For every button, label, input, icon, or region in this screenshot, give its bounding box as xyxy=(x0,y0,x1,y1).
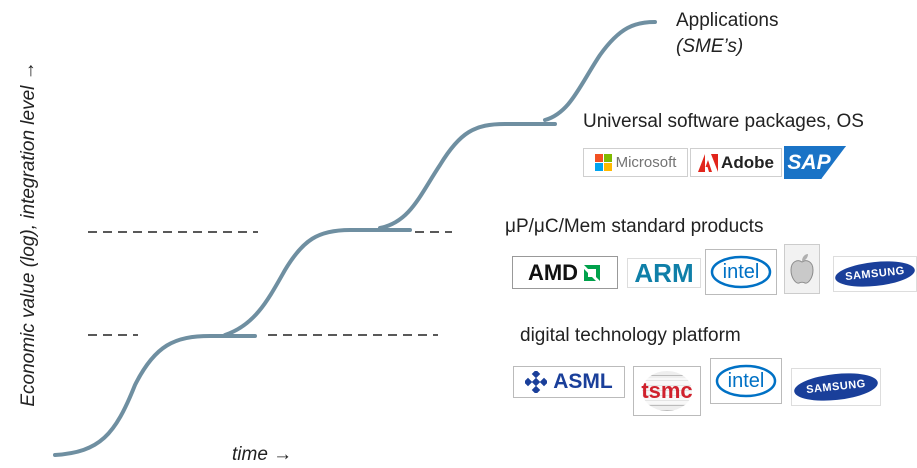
amd-arrow-icon xyxy=(584,264,601,281)
intel-logo-text: intel xyxy=(722,260,760,283)
microsoft-logo-text: Microsoft xyxy=(615,154,677,171)
asml-logo: ASML xyxy=(513,366,625,398)
staircase-curve xyxy=(378,122,557,230)
staircase-curve xyxy=(53,334,257,457)
platform-title: digital technology platform xyxy=(520,325,741,346)
software-title: Universal software packages, OS xyxy=(583,111,864,132)
samsung-ellipse: SAMSUNG xyxy=(792,369,880,405)
y-axis-label: Economic value (log), integration level … xyxy=(18,61,39,407)
intel-logo: intel xyxy=(705,249,777,295)
arm-logo-text: ARM xyxy=(634,258,694,288)
intel-logo-text: intel xyxy=(727,369,765,392)
microsoft-windows-icon xyxy=(594,154,612,171)
adobe-logo: Adobe xyxy=(690,148,782,177)
tsmc-logo: tsmc xyxy=(633,366,701,416)
applications-subtitle: (SME’s) xyxy=(676,36,744,57)
staircase-curve xyxy=(543,20,657,122)
samsung-ellipse: SAMSUNG xyxy=(834,257,916,291)
asml-logo-text: ASML xyxy=(553,370,613,393)
samsung-logo-text: SAMSUNG xyxy=(844,264,906,284)
asml-diamond-icon xyxy=(525,371,548,393)
amd-logo: AMD xyxy=(512,256,618,289)
applications-title: Applications xyxy=(676,10,779,31)
samsung-logo-text: SAMSUNG xyxy=(805,377,867,397)
products-title: μP/μC/Mem standard products xyxy=(505,216,764,237)
apple-icon xyxy=(790,254,814,284)
apple-logo xyxy=(784,244,820,294)
microsoft-logo: Microsoft xyxy=(583,148,688,177)
adobe-logo-text: Adobe xyxy=(721,152,774,172)
samsung-logo: SAMSUNG xyxy=(833,256,917,292)
sap-logo-text: SAP xyxy=(787,150,831,174)
amd-logo-text: AMD xyxy=(527,259,579,285)
arm-logo: ARM xyxy=(627,258,701,288)
intel-logo: intel xyxy=(710,358,782,404)
tsmc-logo-text: tsmc xyxy=(639,378,695,404)
adobe-icon xyxy=(698,153,719,172)
staircase-curve xyxy=(223,228,412,337)
samsung-logo: SAMSUNG xyxy=(791,368,881,406)
intel-swirl-icon xyxy=(715,364,777,398)
x-axis-label: time → xyxy=(232,444,293,465)
intel-swirl-icon xyxy=(710,255,772,289)
